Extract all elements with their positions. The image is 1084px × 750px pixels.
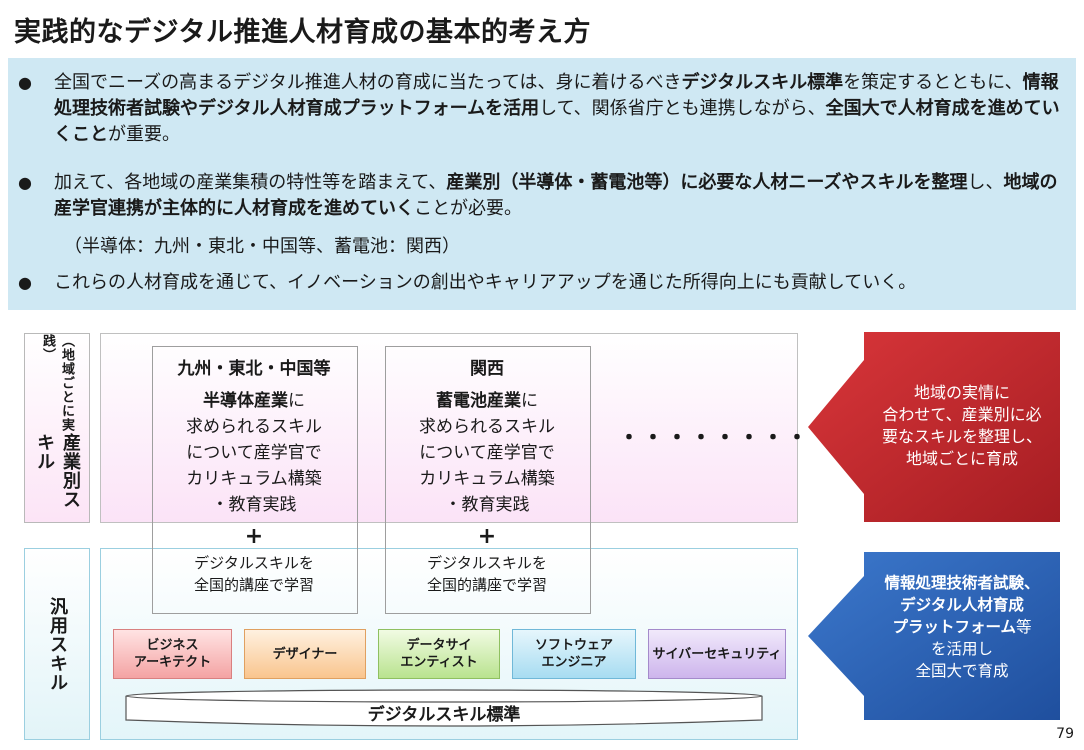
bullet-1-bold: 情報処理技術者試験やデジタル人材育成プラットフォームを活用 [54, 72, 1059, 119]
ellipsis-dots: ・・・・・・・・・ [618, 426, 835, 451]
region-lower-text: デジタルスキルを 全国的講座で学習 [152, 552, 356, 596]
bullet-1-part: を策定するとともに、 [843, 72, 1023, 93]
region-lower-line: デジタルスキルを [427, 554, 547, 572]
industry-skill-label: （地域ごとに実践）産業別スキル [24, 333, 90, 523]
summary-box: ● 全国でニーズの高まるデジタル推進人材の育成に当たっては、身に着けるべきデジタ… [8, 58, 1076, 310]
region-description: 半導体産業に 求められるスキル について産学官で カリキュラム構築 ・教育実践 [152, 388, 356, 518]
arrow-line: 情報処理技術者試験、 [884, 574, 1040, 592]
role-line: アーキテクト [133, 655, 212, 670]
page-title: 実践的なデジタル推進人材育成の基本的考え方 [14, 17, 591, 48]
industry-skill-sublabel: （地域ごとに実践） [40, 334, 74, 432]
region-line: について産学官で [419, 443, 555, 463]
general-skill-text: 汎用スキル [47, 596, 68, 692]
region-note-text: （半導体：九州・東北・中国等、蓄電池：関西） [64, 236, 460, 257]
bullet-dot-icon: ● [18, 73, 32, 92]
region-line: 求められるスキル [186, 417, 322, 437]
role-software-engineer: ソフトウェアエンジニア [512, 629, 636, 679]
arrow-line: 地域の実情に [913, 383, 1010, 402]
role-line: ソフトウェア [534, 638, 613, 653]
region-lower-line: 全国的講座で学習 [426, 576, 547, 594]
region-box-kansai [385, 346, 591, 614]
role-line: デザイナー [272, 646, 338, 662]
national-arrow: 情報処理技術者試験、 デジタル人材育成 プラットフォーム等 を活用し 全国大で育… [808, 552, 1060, 720]
arrow-line: 合わせて、産業別に必 [882, 405, 1042, 424]
bullet-1-part: が重要。 [108, 124, 180, 145]
regional-arrow-text: 地域の実情に 合わせて、産業別に必 要なスキルを整理し、 地域ごとに育成 [868, 382, 1056, 470]
bullet-2-bold: 地域の産学官連携が主体的に人材育成を進めていく [54, 172, 1058, 219]
bullet-dot-icon: ● [18, 273, 32, 292]
role-line: エンジニア [541, 655, 607, 670]
region-note: （半導体：九州・東北・中国等、蓄電池：関西） [64, 234, 460, 260]
left-arrow-blue-icon [808, 552, 1060, 720]
region-line: に [288, 391, 305, 411]
page-number: 79 [1056, 726, 1074, 742]
industry-skill-panel [100, 333, 798, 523]
national-arrow-text: 情報処理技術者試験、 デジタル人材育成 プラットフォーム等 を活用し 全国大で育… [868, 572, 1056, 682]
arrow-line: 要なスキルを整理し、 [881, 427, 1042, 446]
bullet-1-bold: デジタルスキル標準 [681, 72, 844, 93]
digital-skill-standard-base: デジタルスキル標準 [124, 688, 764, 728]
region-line: について産学官で [186, 443, 322, 463]
region-heading: 関西 [470, 359, 504, 379]
bullet-1-part: して、関係省庁とも連携しながら、 [539, 98, 826, 119]
bullet-2-part: ことが必要。 [414, 198, 522, 219]
bullet-3-text: これらの人材育成を通じて、イノベーションの創出やキャリアアップを通じた所得向上に… [54, 272, 917, 293]
role-line: ビジネス [146, 638, 199, 653]
bullet-1-text: 全国でニーズの高まるデジタル推進人材の育成に当たっては、身に着けるべきデジタルス… [54, 70, 1064, 148]
digital-skill-standard-label: デジタルスキル標準 [367, 705, 521, 725]
regional-arrow: 地域の実情に 合わせて、産業別に必 要なスキルを整理し、 地域ごとに育成 [808, 332, 1060, 522]
region-lower-text: デジタルスキルを 全国的講座で学習 [385, 552, 589, 596]
bullet-dot-icon: ● [18, 173, 32, 192]
region-line: に [521, 391, 538, 411]
industry-name: 蓄電池産業 [436, 391, 521, 411]
base-cylinder-shape [125, 689, 763, 727]
role-line: サイバーセキュリティ [652, 646, 782, 662]
general-skill-label: 汎用スキル [24, 548, 90, 740]
region-box-kyushu [152, 346, 358, 614]
bullet-2-bold: 産業別（半導体・蓄電池等）に必要な人材ニーズやスキルを整理 [446, 172, 968, 193]
region-lower-line: デジタルスキルを [194, 554, 314, 572]
role-line: データサイ [406, 638, 472, 653]
industry-skill-mainlabel: 産業別スキル [34, 432, 81, 509]
arrow-line: 地域ごとに育成 [905, 449, 1018, 468]
bullet-2-part: 加えて、各地域の産業集積の特性等を踏まえて、 [54, 172, 447, 193]
role-business-architect: ビジネスアーキテクト [113, 629, 232, 679]
region-lower-line: 全国的講座で学習 [193, 576, 314, 594]
arrow-line: プラットフォーム [892, 618, 1017, 636]
arrow-line: 等 [1016, 618, 1032, 636]
arrow-line: 全国大で育成 [915, 662, 1009, 680]
role-data-scientist: データサイエンティスト [378, 629, 500, 679]
region-line: ・教育実践 [444, 495, 530, 515]
industry-name: 半導体産業 [203, 391, 288, 411]
bullet-2-text: 加えて、各地域の産業集積の特性等を踏まえて、産業別（半導体・蓄電池等）に必要な人… [54, 170, 1064, 222]
bullet-2-part: し、 [967, 172, 1004, 193]
role-line: エンティスト [400, 655, 478, 670]
left-arrow-red-icon [808, 332, 1060, 522]
region-line: 求められるスキル [419, 417, 555, 437]
region-description: 蓄電池産業に 求められるスキル について産学官で カリキュラム構築 ・教育実践 [385, 388, 589, 518]
region-line: カリキュラム構築 [419, 469, 555, 489]
role-cyber-security: サイバーセキュリティ [648, 629, 786, 679]
arrow-line: を活用し [930, 640, 993, 658]
bullet-1-part: 全国でニーズの高まるデジタル推進人材の育成に当たっては、身に着けるべき [54, 72, 682, 93]
role-designer: デザイナー [244, 629, 366, 679]
arrow-line: デジタル人材育成 [900, 596, 1024, 614]
region-line: カリキュラム構築 [186, 469, 322, 489]
bullet-1-bold: 全国大で人材育成を進めていくこと [54, 98, 1060, 145]
plus-icon: + [477, 524, 497, 549]
region-line: ・教育実践 [211, 495, 297, 515]
plus-icon: + [244, 524, 264, 549]
region-heading: 九州・東北・中国等 [177, 359, 331, 379]
